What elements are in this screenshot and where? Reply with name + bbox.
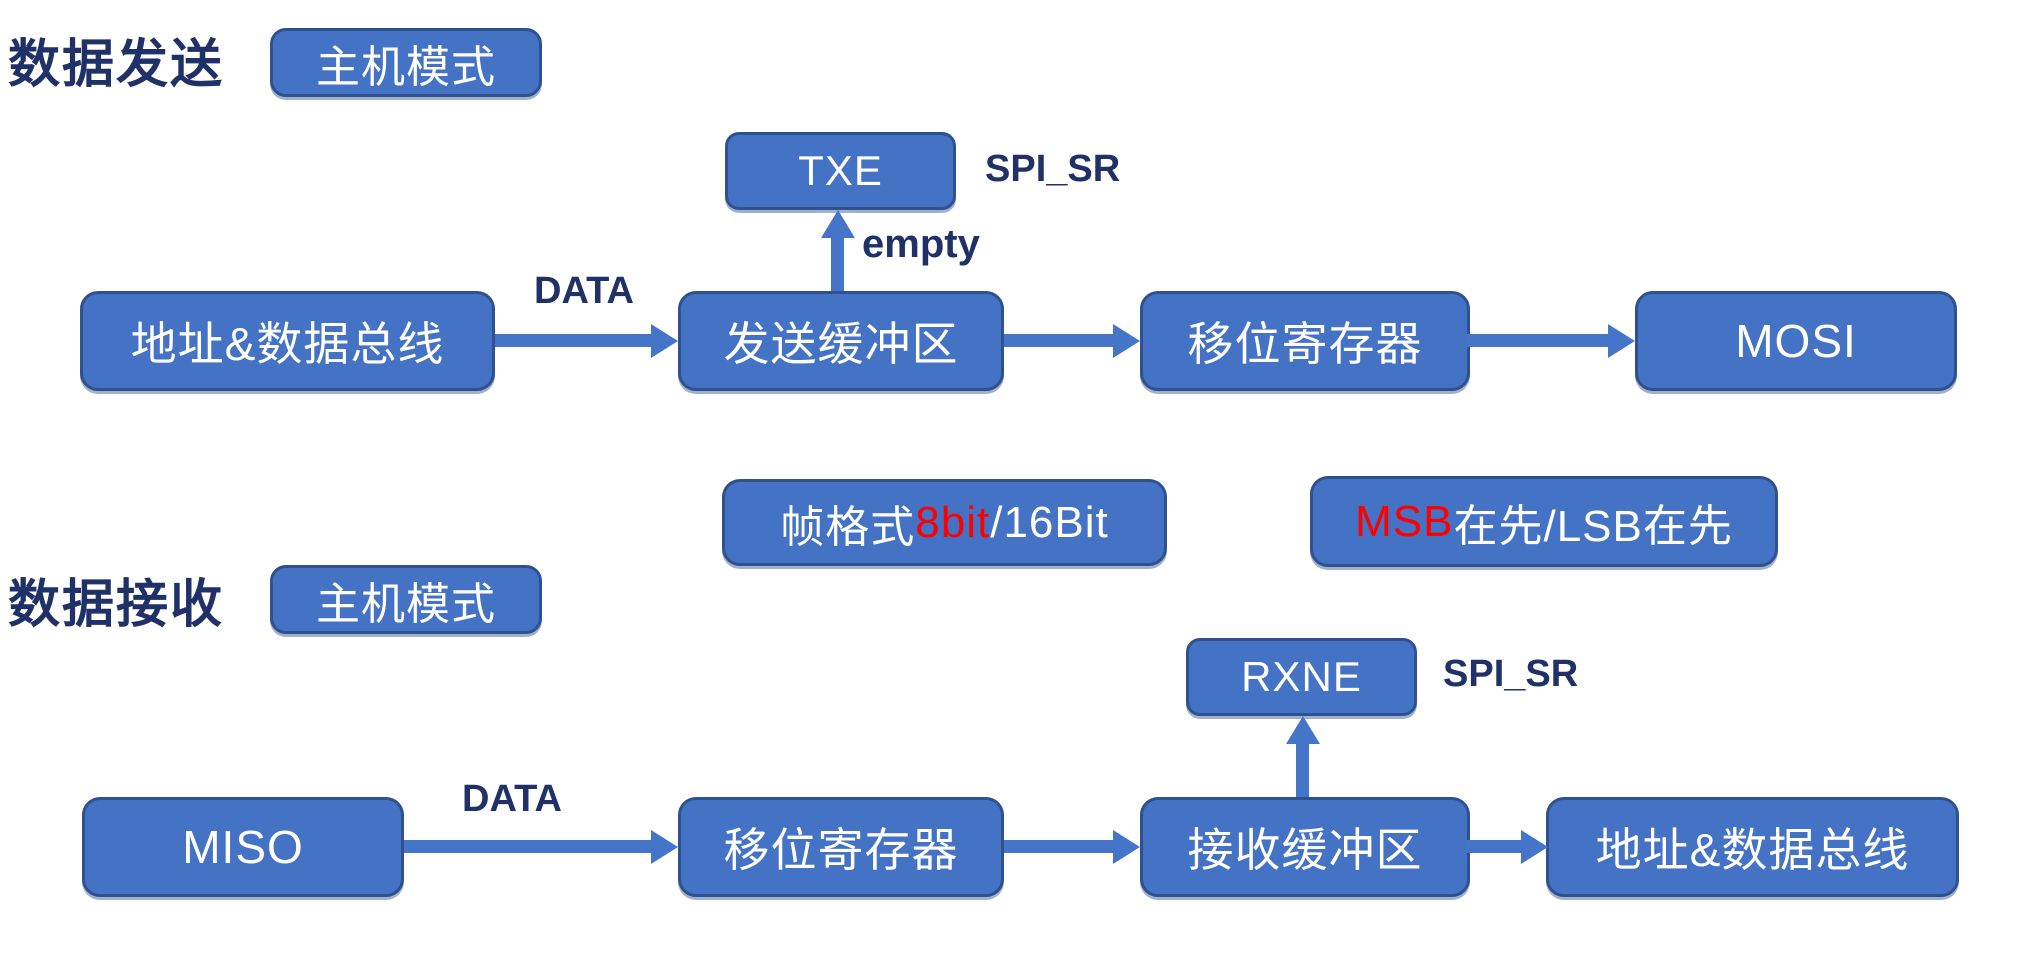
arrow-miso-to-shiftreg [404,840,651,853]
arrow-shiftreg-to-mosi [1467,334,1608,347]
arrow-shiftreg-to-rxbuffer [1004,840,1113,853]
frame-format-prefix: 帧格式 [780,502,916,552]
send-mode-badge: 主机模式 [270,28,542,97]
node-send-buffer: 发送缓冲区 [678,291,1004,391]
node-receive-buffer: 接收缓冲区 [1140,797,1470,897]
send-section-title: 数据发送 [8,36,225,94]
send-mode-badge-label: 主机模式 [316,42,496,92]
send-data-label: DATA [534,270,634,312]
node-shift-register-send: 移位寄存器 [1140,291,1470,391]
txe-flag-box: TXE [725,132,956,210]
arrow-rxbuffer-to-rxne [1296,744,1309,797]
bit-order-highlight: MSB [1355,496,1454,546]
receive-mode-badge-label: 主机模式 [316,579,496,629]
node-address-data-bus-send-label: 地址&数据总线 [130,318,445,370]
node-mosi: MOSI [1635,291,1957,391]
txe-flag-label: TXE [798,147,883,194]
node-address-data-bus-receive: 地址&数据总线 [1546,797,1959,897]
receive-register-label: SPI_SR [1443,653,1579,695]
arrow-rxbuffer-to-bus [1467,840,1521,853]
node-receive-buffer-label: 接收缓冲区 [1187,824,1423,876]
node-send-buffer-label: 发送缓冲区 [723,318,959,370]
rxne-flag-box: RXNE [1186,638,1417,716]
receive-mode-badge: 主机模式 [270,565,542,634]
frame-format-highlight: 8bit [915,497,991,547]
receive-section-title: 数据接收 [8,576,225,634]
empty-arrow-label: empty [862,222,980,266]
node-address-data-bus-send: 地址&数据总线 [80,291,495,391]
node-address-data-bus-receive-label: 地址&数据总线 [1595,824,1910,876]
receive-data-label: DATA [462,778,562,820]
frame-format-suffix: /16Bit [990,497,1109,547]
send-register-label: SPI_SR [985,148,1121,190]
arrow-bus-to-txbuffer [495,334,651,347]
node-shift-register-receive-label: 移位寄存器 [723,824,959,876]
rxne-flag-label: RXNE [1241,653,1362,700]
arrow-txbuffer-to-txe [831,238,844,292]
node-miso-label: MISO [182,821,304,873]
node-miso: MISO [82,797,404,897]
arrow-txbuffer-to-shiftreg [1004,334,1113,347]
node-shift-register-send-label: 移位寄存器 [1187,318,1423,370]
node-shift-register-receive: 移位寄存器 [678,797,1004,897]
bit-order-suffix: 在先/LSB在先 [1453,501,1733,551]
node-mosi-label: MOSI [1735,315,1857,367]
